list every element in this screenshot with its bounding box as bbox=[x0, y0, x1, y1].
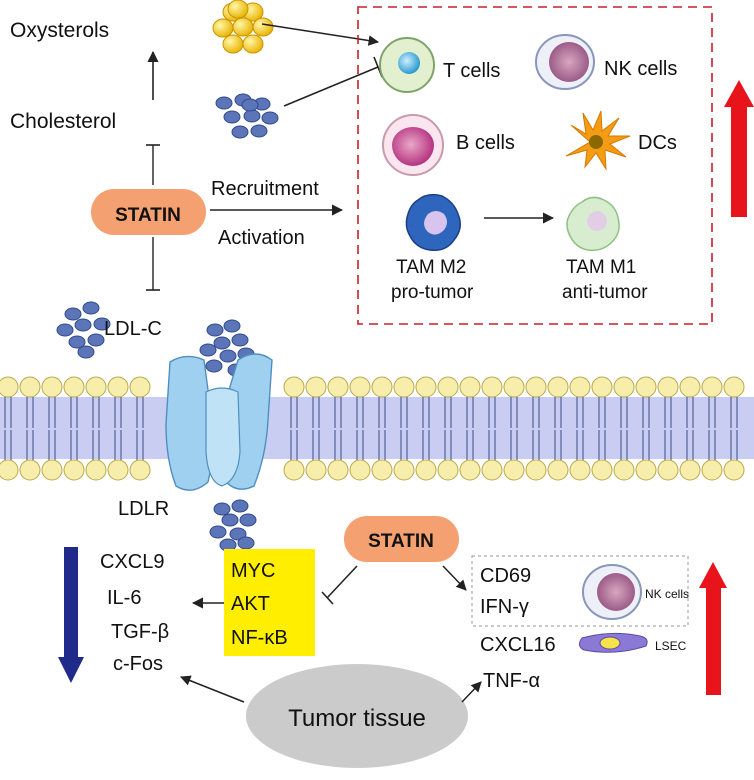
cholesterol-particles-icon bbox=[215, 93, 279, 139]
activation-label: Activation bbox=[218, 227, 305, 249]
tumor-tissue-ellipse bbox=[246, 664, 468, 768]
lsec-cell-icon bbox=[578, 632, 648, 653]
ldlr-label: LDLR bbox=[118, 498, 169, 520]
tam-m1-icon bbox=[566, 196, 620, 252]
b-cell-icon bbox=[382, 114, 444, 176]
cell-membrane bbox=[0, 376, 754, 481]
up-arrow-top-icon bbox=[724, 80, 754, 217]
tam-m2-label: TAM M2 bbox=[396, 257, 466, 278]
arrow-statin-to-uplist bbox=[442, 565, 467, 591]
ldl-internalized-particles-icon bbox=[209, 499, 257, 552]
oxysterol-particles-icon bbox=[212, 0, 274, 54]
down-item-1: IL-6 bbox=[107, 587, 141, 609]
arrow-tumor-to-uplist bbox=[461, 681, 482, 703]
inhibit-cholesterol-tcells bbox=[283, 66, 379, 107]
statin-bottom-pill bbox=[344, 516, 459, 562]
tam-m1-label: TAM M1 bbox=[566, 257, 636, 278]
nk-cells-label: NK cells bbox=[604, 58, 677, 80]
inhibit-statin-signal bbox=[326, 565, 358, 599]
up-item-1: IFN-γ bbox=[480, 596, 529, 618]
down-arrow-icon bbox=[58, 547, 84, 683]
nk-cells-small-label: NK cells bbox=[645, 587, 689, 601]
b-cells-label: B cells bbox=[456, 132, 515, 154]
nk-activation-box bbox=[471, 555, 689, 627]
up-item-0: CD69 bbox=[480, 565, 531, 587]
statin-top-pill bbox=[91, 189, 206, 235]
tumor-tissue-label: Tumor tissue bbox=[288, 705, 426, 732]
nk-cell-small-icon bbox=[582, 564, 642, 620]
tam-m1-sublabel: anti-tumor bbox=[562, 282, 648, 303]
up-item-2: CXCL16 bbox=[480, 634, 556, 656]
immune-cells-box bbox=[357, 6, 713, 325]
signal-item-0: MYC bbox=[231, 560, 275, 582]
statin-bottom-label: STATIN bbox=[368, 531, 434, 552]
up-item-3: TNF-α bbox=[483, 670, 540, 692]
down-item-0: CXCL9 bbox=[100, 551, 164, 573]
lsec-label: LSEC bbox=[655, 639, 687, 653]
ldl-particles-icon bbox=[56, 301, 111, 359]
cholesterol-label: Cholesterol bbox=[10, 110, 116, 133]
oxysterols-label: Oxysterols bbox=[10, 19, 109, 42]
tam-m2-icon bbox=[405, 193, 461, 252]
t-cell-icon bbox=[379, 37, 435, 93]
signal-item-2: NF-κB bbox=[231, 627, 288, 649]
signal-item-1: AKT bbox=[231, 593, 270, 615]
down-item-3: c-Fos bbox=[113, 653, 163, 675]
dendritic-cell-icon bbox=[565, 110, 631, 171]
ldlc-label: LDL-C bbox=[104, 318, 162, 340]
statin-top-label: STATIN bbox=[115, 205, 181, 226]
tam-m2-sublabel: pro-tumor bbox=[391, 282, 474, 303]
ldlr-receptor-icon bbox=[165, 353, 273, 491]
down-item-2: TGF-β bbox=[111, 621, 169, 643]
inhibit-bar-signal bbox=[321, 591, 334, 605]
signaling-box bbox=[224, 549, 315, 656]
dcs-label: DCs bbox=[638, 132, 677, 154]
ldl-bound-particles-icon bbox=[199, 319, 255, 377]
nk-cell-icon bbox=[535, 34, 595, 90]
up-arrow-bottom-icon bbox=[699, 562, 727, 695]
recruitment-label: Recruitment bbox=[211, 178, 319, 200]
arrow-tumor-to-downlist bbox=[180, 675, 245, 703]
t-cells-label: T cells bbox=[443, 60, 500, 82]
arrow-oxysterols-tcells bbox=[261, 23, 380, 46]
